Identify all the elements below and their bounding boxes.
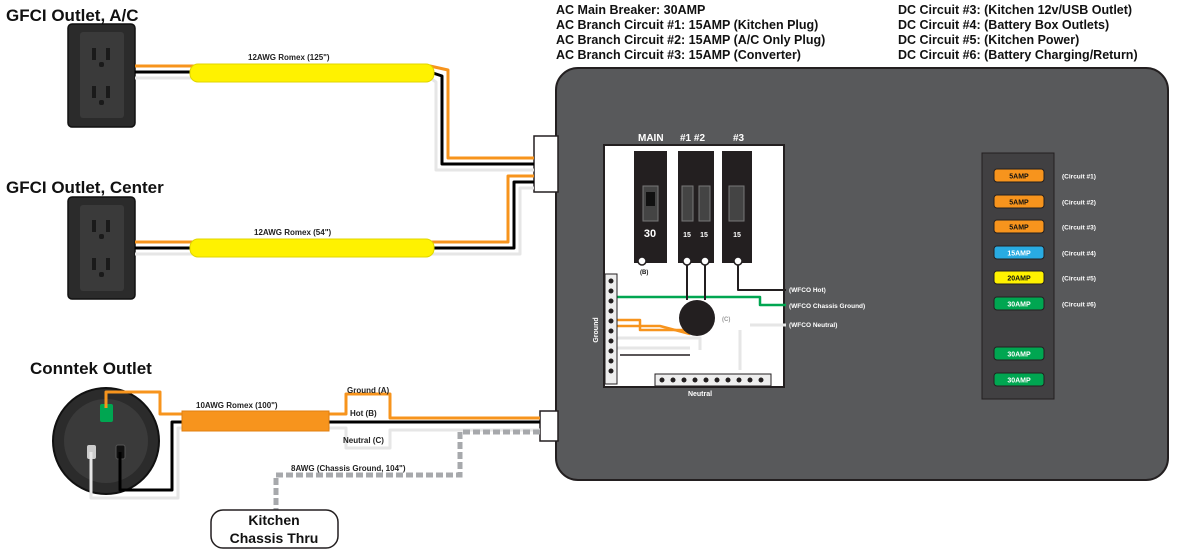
- wfco-hot-label: (WFCO Hot): [789, 287, 826, 294]
- fuse-6-circuit: (Circuit #6): [1062, 302, 1096, 309]
- conntek-title: Conntek Outlet: [30, 359, 152, 378]
- dc-line-3: DC Circuit #5: (Kitchen Power): [898, 33, 1079, 47]
- kitchen-box-line-1: Kitchen: [248, 512, 299, 528]
- fuse-8-label: 30AMP: [1007, 378, 1031, 385]
- fuse-1: [993, 168, 1045, 183]
- romex-jacket-center: [189, 238, 435, 258]
- fuse-5: [993, 270, 1045, 285]
- breaker-3: 15: [722, 151, 752, 263]
- panel-internal-wires: [610, 265, 786, 370]
- wfco-chassis-label: (WFCO Chassis Ground): [789, 303, 865, 310]
- ground-bus-screws: [608, 278, 614, 374]
- ac-line-1: AC Main Breaker: 30AMP: [556, 3, 705, 17]
- fuse-2-circuit: (Circuit #2): [1062, 200, 1096, 207]
- ground-a-label: Ground (A): [347, 386, 390, 395]
- kitchen-box-line-2: Chassis Thru: [230, 530, 319, 546]
- dc-line-2: DC Circuit #4: (Battery Box Outlets): [898, 18, 1109, 32]
- dc-line-1: DC Circuit #3: (Kitchen 12v/USB Outlet): [898, 3, 1132, 17]
- wire-run-gfci-center: [135, 174, 534, 256]
- fuse-3: [993, 219, 1045, 234]
- wire-run-gfci-ac: [135, 64, 534, 172]
- romex-ac-label: 12AWG Romex (125"): [248, 53, 330, 62]
- ac-line-4: AC Branch Circuit #3: 15AMP (Converter): [556, 48, 801, 62]
- fuse-1-circuit: (Circuit #1): [1062, 174, 1096, 181]
- ground-bar-label: Ground: [593, 317, 600, 342]
- fuse-7: [993, 346, 1045, 361]
- fuse-3-label: 5AMP: [1009, 225, 1029, 232]
- dc-circuit-list: DC Circuit #3: (Kitchen 12v/USB Outlet) …: [898, 3, 1138, 62]
- fuse-6: [993, 296, 1045, 311]
- wfco-neutral-label: (WFCO Neutral): [789, 322, 837, 329]
- neutral-c-label: Neutral (C): [343, 436, 384, 445]
- fuse-5-label: 20AMP: [1007, 276, 1031, 283]
- breaker-rating-1: 15: [683, 232, 691, 239]
- gfci-ac-title: GFCI Outlet, A/C: [6, 6, 139, 25]
- breaker-label-main: MAIN: [638, 133, 664, 144]
- neutral-bar-label: Neutral: [688, 391, 712, 398]
- fuse-6-label: 30AMP: [1007, 302, 1031, 309]
- neutral-bus-bar: [654, 373, 772, 387]
- breaker-b-label: (B): [640, 270, 648, 276]
- fuse-4: [993, 245, 1045, 260]
- romex-conntek-label: 10AWG Romex (100"): [196, 401, 278, 410]
- panel-entry-lower: [539, 410, 559, 442]
- fuse-7-label: 30AMP: [1007, 352, 1031, 359]
- fuse-2-label: 5AMP: [1009, 200, 1029, 207]
- breaker-label-12: #1 #2: [680, 133, 705, 144]
- breaker-rating-3: 15: [733, 232, 741, 239]
- gfci-ac-outlet: [67, 23, 136, 128]
- fuse-8: [993, 372, 1045, 387]
- breaker-label-3: #3: [733, 133, 745, 144]
- fuse-4-label: 15AMP: [1007, 251, 1031, 258]
- romex-center-label: 12AWG Romex (54"): [254, 228, 331, 237]
- breaker-rating-main: 30: [644, 228, 656, 240]
- fuse-1-label: 5AMP: [1009, 174, 1029, 181]
- ac-line-3: AC Branch Circuit #2: 15AMP (A/C Only Pl…: [556, 33, 825, 47]
- fuse-4-circuit: (Circuit #4): [1062, 251, 1096, 258]
- breaker-main: 30: [634, 151, 667, 263]
- romex-jacket-conntek: [181, 410, 330, 432]
- dc-fuses: 5AMP (Circuit #1) 5AMP (Circuit #2) 5AMP (Cir…: [993, 168, 1096, 387]
- fuse-3-circuit: (Circuit #3): [1062, 225, 1096, 232]
- wire-junction: [679, 300, 715, 336]
- chassis-ground-wire: [273, 429, 540, 512]
- breaker-1-2: 15 15: [678, 151, 714, 263]
- breaker-terminals: [637, 256, 743, 266]
- fuse-5-circuit: (Circuit #5): [1062, 276, 1096, 283]
- conntek-outlet: [52, 387, 160, 495]
- dc-line-4: DC Circuit #6: (Battery Charging/Return): [898, 48, 1138, 62]
- wire-run-conntek: [89, 390, 540, 500]
- chassis-ground-label: 8AWG (Chassis Ground, 104"): [291, 464, 406, 473]
- gfci-center-outlet: [67, 196, 136, 300]
- breaker-rating-2: 15: [700, 232, 708, 239]
- neutral-bus-screws: [659, 377, 764, 383]
- kitchen-chassis-thru-box: [210, 509, 339, 549]
- breaker-c-label: (C): [722, 317, 730, 323]
- gfci-center-title: GFCI Outlet, Center: [6, 178, 164, 197]
- ac-line-2: AC Branch Circuit #1: 15AMP (Kitchen Plu…: [556, 18, 818, 32]
- romex-jacket-ac: [189, 63, 435, 83]
- panel-entry-upper: [533, 135, 559, 193]
- fuse-2: [993, 194, 1045, 209]
- hot-b-label: Hot (B): [350, 409, 377, 418]
- ac-circuit-list: AC Main Breaker: 30AMP AC Branch Circuit…: [556, 3, 825, 62]
